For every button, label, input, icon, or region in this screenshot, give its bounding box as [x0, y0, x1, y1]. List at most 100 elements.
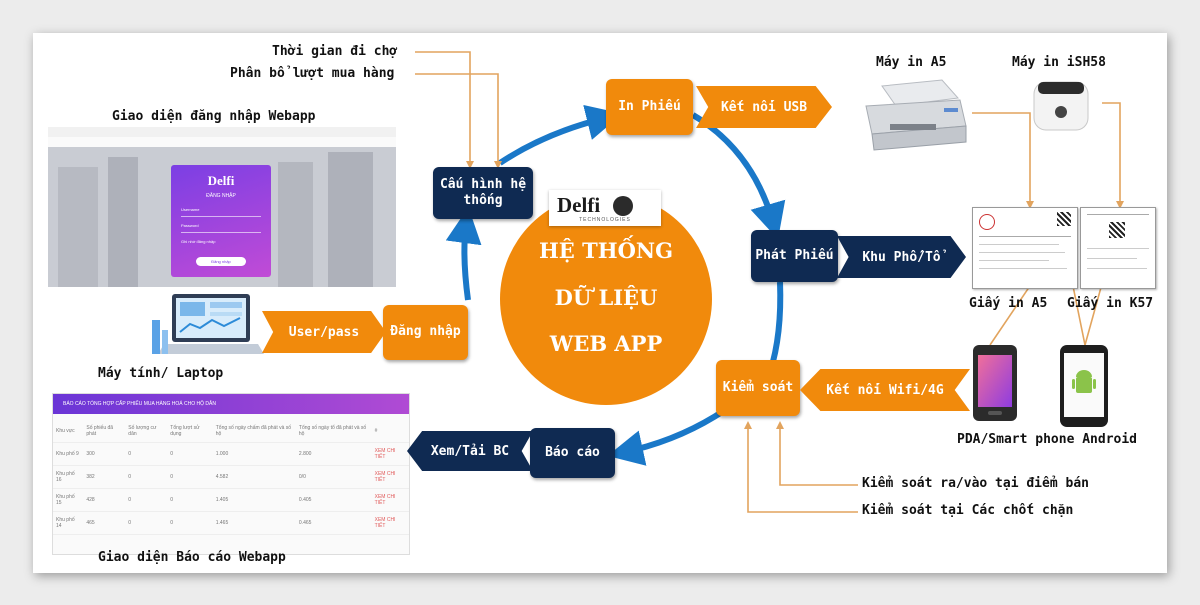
label-login-ui: Giao diện đăng nhập Webapp	[112, 109, 316, 124]
arrow-ket-noi-wifi: Kết nối Wifi/4G	[800, 369, 970, 411]
cell: 428	[83, 488, 126, 512]
seal-icon	[979, 214, 995, 230]
delfi-logo-mark	[613, 196, 633, 216]
header-cell: Tổng số ngày tổ đã phát và số hộ	[295, 420, 372, 443]
cell: 1.405	[212, 488, 296, 512]
report-header-row: Khu vực Số phiếu đã phát Số lượng cư dân…	[53, 420, 409, 443]
cell: 2.800	[295, 442, 372, 466]
label-paper-k57: Giấy in K57	[1067, 296, 1154, 311]
view-detail-button[interactable]: XEM CHI TIẾT	[371, 465, 409, 489]
remember-checkbox[interactable]: Ghi nhớ đăng nhập	[181, 239, 216, 244]
laptop-icon	[152, 294, 264, 354]
bookmarks-bar	[48, 137, 396, 147]
label-printer-a5: Máy in A5	[876, 55, 947, 70]
cell: 0	[167, 511, 213, 535]
bg-building	[58, 167, 98, 287]
report-table: Khu vực Số phiếu đã phát Số lượng cư dân…	[53, 420, 409, 535]
cell: 4.582	[212, 465, 296, 489]
arrow-user-pass: User/pass	[262, 311, 386, 353]
printer-a5-icon	[865, 79, 967, 151]
label-paper-a5: Giấy in A5	[969, 296, 1048, 311]
divider	[979, 268, 1067, 269]
cell: Khu phố 9	[53, 442, 84, 466]
android-phone-icon	[1060, 345, 1108, 427]
header-cell: Tổng số ngày chấm đã phát và số hộ	[212, 420, 296, 443]
login-screenshot: Delfi ĐĂNG NHẬP Username Password Ghi nh…	[48, 127, 396, 287]
cell: 382	[83, 465, 126, 489]
report-title: BÁO CÁO TỔNG HỢP CẤP PHIẾU MUA HÀNG HOÁ …	[63, 401, 216, 407]
cell: 1.465	[212, 511, 296, 535]
cell: 0	[125, 442, 168, 466]
printer-ish58-icon	[1033, 81, 1089, 131]
label-pda: PDA/Smart phone Android	[957, 432, 1138, 447]
report-header: BÁO CÁO TỔNG HỢP CẤP PHIẾU MUA HÀNG HOÁ …	[53, 394, 409, 414]
cell: 465	[83, 511, 126, 535]
divider	[1087, 248, 1149, 249]
node-kiem-soat[interactable]: Kiểm soát	[716, 360, 800, 416]
login-button[interactable]: Đăng nhập	[196, 257, 246, 266]
divider	[979, 236, 1071, 237]
label-phan-bo: Phân bổ lượt mua hàng	[230, 66, 395, 81]
arrow-xem-tai: Xem/Tải BC	[407, 431, 533, 471]
cell: 0	[125, 488, 168, 512]
label-report-ui: Giao diện Báo cáo Webapp	[98, 550, 286, 565]
center-circle: HỆ THỐNG DỮ LIỆU WEB APP	[500, 193, 712, 405]
node-dang-nhap[interactable]: Đăng nhập	[383, 305, 468, 360]
arrow-ket-noi-usb: Kết nối USB	[696, 86, 832, 128]
cell: 0.465	[295, 511, 372, 535]
view-detail-button[interactable]: XEM CHI TIẾT	[371, 511, 409, 535]
delfi-logo-sub: TECHNOLOGIES	[579, 217, 631, 223]
view-detail-button[interactable]: XEM CHI TIẾT	[371, 488, 409, 512]
header-cell: #	[371, 420, 409, 443]
username-field[interactable]: Username	[181, 207, 261, 217]
login-logo: Delfi	[207, 173, 235, 188]
label-ks-chot-chan: Kiểm soát tại Các chốt chặn	[862, 503, 1074, 518]
receipt-k57	[1080, 207, 1156, 289]
cell: 1.000	[212, 442, 296, 466]
center-line-1: HỆ THỐNG	[538, 238, 674, 263]
header-cell: Khu vực	[53, 420, 84, 443]
bg-building	[278, 162, 313, 287]
divider	[979, 244, 1059, 245]
qr-code-icon	[1057, 212, 1071, 226]
divider	[1087, 268, 1147, 269]
center-line-2: DỮ LIỆU	[554, 285, 658, 310]
delfi-logo-text: Delfi	[557, 193, 601, 217]
node-bao-cao[interactable]: Báo cáo	[530, 428, 615, 478]
login-title: ĐĂNG NHẬP	[206, 193, 236, 199]
arrow-khu-pho: Khu Phố/Tổ	[837, 236, 966, 278]
cell: Khu phố 16	[53, 465, 84, 489]
cell: 0	[167, 465, 213, 489]
pda-icon	[973, 345, 1017, 421]
cell: 0	[125, 511, 168, 535]
node-cau-hinh[interactable]: Cấu hình hệ thống	[433, 167, 533, 219]
divider	[979, 252, 1065, 253]
cell: 0.405	[295, 488, 372, 512]
cell: 0	[167, 442, 213, 466]
cell: 0	[167, 488, 213, 512]
label-thoi-gian: Thời gian đi chợ	[272, 44, 398, 59]
divider	[979, 260, 1049, 261]
bg-building	[108, 157, 138, 287]
password-field[interactable]: Password	[181, 223, 261, 233]
report-screenshot: BÁO CÁO TỔNG HỢP CẤP PHIẾU MUA HÀNG HOÁ …	[52, 393, 410, 555]
header-cell: Số lượng cư dân	[125, 420, 168, 443]
cell: 0	[125, 465, 168, 489]
label-laptop: Máy tính/ Laptop	[98, 366, 224, 381]
header-cell: Số phiếu đã phát	[83, 420, 126, 443]
bg-building	[328, 152, 373, 287]
receipt-a5	[972, 207, 1078, 289]
header-cell: Tổng lượt sử dụng	[167, 420, 213, 443]
center-line-3: WEB APP	[549, 331, 663, 356]
cell: 300	[83, 442, 126, 466]
divider	[1087, 258, 1137, 259]
cell: Khu phố 15	[53, 488, 84, 512]
divider	[1087, 214, 1149, 215]
node-phat-phieu[interactable]: Phát Phiếu	[751, 230, 838, 282]
qr-code-icon	[1109, 222, 1125, 238]
view-detail-button[interactable]: XEM CHI TIẾT	[371, 442, 409, 466]
node-in-phieu[interactable]: In Phiếu	[606, 79, 693, 135]
